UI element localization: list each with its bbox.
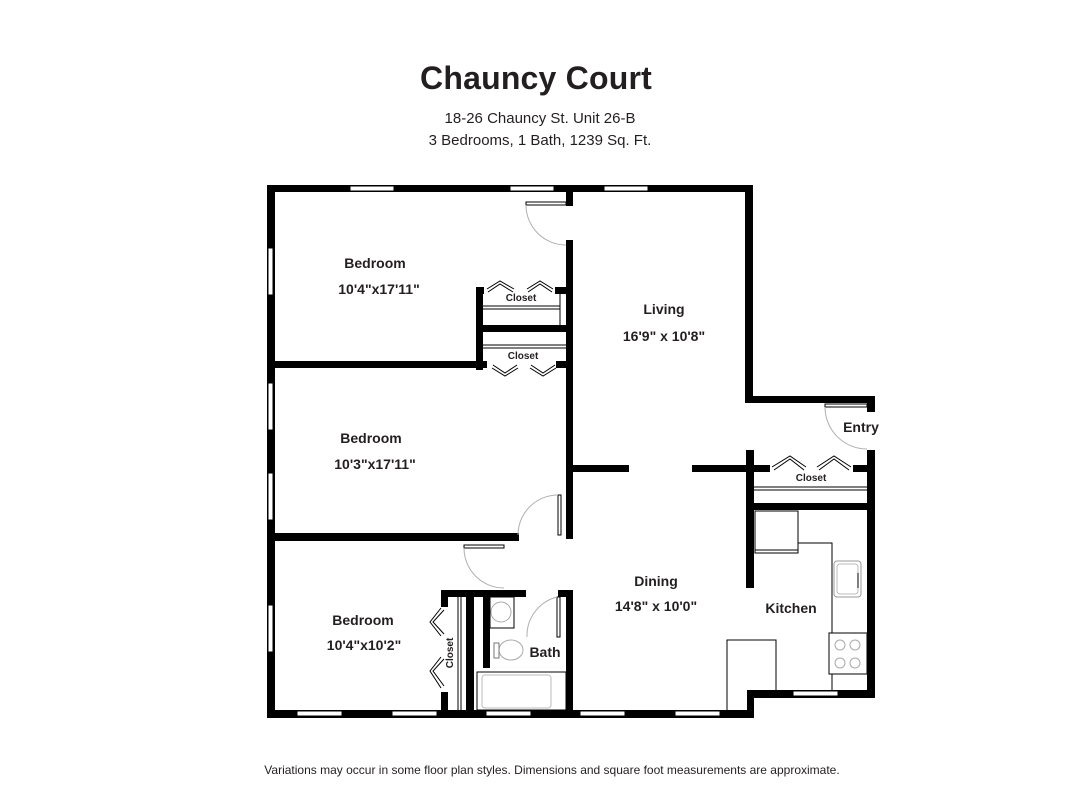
closet2-label: Closet [508,351,539,362]
plan-summary: 3 Bedrooms, 1 Bath, 1239 Sq. Ft. [428,132,652,149]
bedroom3-dims: 10'4"x10'2" [327,637,401,653]
closet-doors [429,280,867,710]
disclaimer: Variations may occur in some floor plan … [264,763,840,777]
bath-label: Bath [529,644,560,660]
bath-fixtures [476,596,567,711]
bedroom2-label: Bedroom [340,430,401,446]
plan-address: 18-26 Chauncy St. Unit 26-B [444,110,636,127]
living-dims: 16'9" x 10'8" [623,328,705,344]
bedroom1-label: Bedroom [344,255,405,271]
living-label: Living [643,301,684,317]
entry-label: Entry [843,419,879,435]
kitchen-fixtures [726,510,868,710]
closet4-label: Closet [445,637,456,668]
dining-label: Dining [634,573,678,589]
bedroom2-dims: 10'3"x17'11" [334,456,415,472]
doors [463,201,868,638]
door-swings [463,204,868,638]
kitchen-label: Kitchen [765,600,816,616]
bedroom3-label: Bedroom [332,612,393,628]
closet1-label: Closet [506,293,537,304]
closet3-label: Closet [796,473,827,484]
room-labels: Bedroom 10'4"x17'11" Closet Closet Livin… [327,255,879,668]
dining-dims: 14'8" x 10'0" [615,598,697,614]
plan-title: Chauncy Court [420,60,652,96]
bedroom1-dims: 10'4"x17'11" [338,281,419,297]
windows [267,185,839,717]
